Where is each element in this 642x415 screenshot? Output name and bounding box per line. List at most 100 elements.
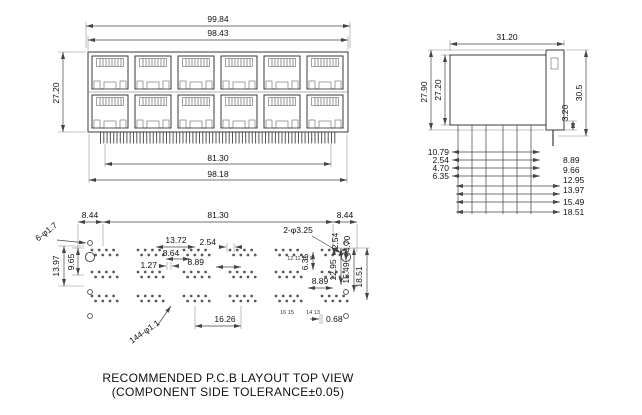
- pin-hole: [97, 248, 101, 252]
- pin-hole: [112, 248, 115, 252]
- pin-hole: [204, 270, 208, 274]
- pin-hole: [250, 248, 254, 252]
- side-flange-hole: [550, 57, 559, 70]
- pin-hole: [97, 270, 101, 274]
- shield-hole: [87, 240, 93, 246]
- pin-hole: [189, 270, 193, 274]
- side-ladder-left-dim: 2.54: [432, 155, 449, 165]
- side-height-body-dim: 27.20: [433, 79, 443, 101]
- pin-hole: [158, 270, 162, 274]
- pin-hole: [147, 275, 151, 279]
- pcb-2-54-right-dim: 2.54: [330, 232, 340, 249]
- pin-hole: [335, 294, 338, 298]
- pin-hole: [186, 275, 190, 279]
- pin-hole: [136, 248, 140, 252]
- pin-hole: [105, 294, 108, 298]
- pin-hole: [90, 270, 94, 274]
- pin-hole: [94, 275, 97, 279]
- pin-hole: [182, 270, 186, 274]
- pin-hole: [278, 275, 281, 279]
- pin-hole: [345, 299, 349, 303]
- pin-hole: [320, 270, 324, 274]
- pcb-13-97-dim: 13.97: [51, 255, 61, 277]
- pin-hole: [161, 299, 165, 303]
- pin-hole: [253, 299, 257, 303]
- side-tab-height-dim: 3.20: [560, 104, 570, 121]
- rj45-port: [177, 55, 215, 90]
- pin-hole: [182, 248, 186, 252]
- shield-hole: [343, 240, 349, 246]
- pcb-2-54-top-dim: 2.54: [199, 237, 216, 247]
- pcb-edge-left-dim: 8.44: [82, 210, 99, 220]
- shield-hole: [87, 289, 93, 295]
- pin-hole: [140, 299, 144, 303]
- pin-hole: [243, 294, 246, 298]
- pcb-mount-holes: [84, 240, 352, 319]
- side-height-outer-dim: 27.90: [419, 81, 429, 103]
- pin-hole: [197, 248, 200, 252]
- pin-hole: [147, 253, 151, 257]
- front-base-width-dim: 98.18: [207, 169, 229, 179]
- side-ladder-left-dim: 10.79: [428, 147, 450, 157]
- pin-hole: [115, 253, 119, 257]
- pin-hole: [101, 299, 105, 303]
- rj45-port: [177, 94, 215, 129]
- shield-hole: [87, 313, 93, 319]
- pin-hole: [278, 253, 281, 257]
- pcb-4-70-dim: 4.70: [342, 235, 352, 252]
- front-dimension-lines: [61, 24, 350, 182]
- pin-hole: [151, 270, 154, 274]
- side-flange-outline: [545, 49, 565, 131]
- pin-hole: [232, 253, 236, 257]
- pin-hole: [281, 270, 285, 274]
- pin-hole: [235, 248, 239, 252]
- pin-hole: [253, 275, 257, 279]
- pin-hole: [182, 294, 186, 298]
- side-ladder-right-dim: 9.66: [563, 165, 580, 175]
- pin-hole: [253, 253, 257, 257]
- pin-hole: [97, 294, 101, 298]
- pin-hole: [281, 248, 285, 252]
- pin-hole: [235, 270, 239, 274]
- pcb-shield-hole-note: 6-φ1.7: [33, 220, 59, 243]
- pin-hole: [200, 253, 204, 257]
- pin-hole: [327, 294, 331, 298]
- pin-hole: [246, 275, 250, 279]
- pin-hole: [140, 275, 144, 279]
- pin-hole: [232, 299, 236, 303]
- pin-hole: [228, 294, 232, 298]
- pin-hole: [108, 253, 112, 257]
- pin-hole: [207, 275, 211, 279]
- pin-hole: [136, 270, 140, 274]
- pin-hole: [289, 270, 292, 274]
- side-body-outline: [449, 54, 547, 126]
- pin-hole: [154, 275, 158, 279]
- rj45-port: [306, 94, 344, 129]
- pin-hole: [338, 299, 342, 303]
- pin-hole: [239, 299, 243, 303]
- pin-hole: [204, 294, 208, 298]
- pin-hole: [243, 270, 246, 274]
- pin-hole: [228, 270, 232, 274]
- pin-hole: [189, 294, 193, 298]
- pin-hole: [342, 294, 345, 298]
- pin-hole: [327, 248, 331, 252]
- pin-hole: [320, 294, 324, 298]
- rj45-port: [263, 55, 301, 90]
- pcb-0-68-dim: 0.68: [326, 314, 343, 324]
- pin-hole: [186, 253, 190, 257]
- pcb-6-35-dim: 6.35: [300, 253, 310, 270]
- side-depth-dim: 31.20: [496, 32, 518, 42]
- pin-hole: [186, 299, 190, 303]
- side-ladder-right-dim: 8.89: [563, 155, 580, 165]
- front-height-dim: 27.20: [51, 82, 61, 104]
- side-ladder-left-dim: 4.70: [432, 163, 449, 173]
- mount-hole-large: [84, 251, 96, 263]
- pin-hole: [335, 270, 338, 274]
- pcb-12-95-dim: 12.95: [328, 259, 338, 281]
- pin-hole: [108, 275, 112, 279]
- rj45-port: [91, 94, 129, 129]
- pcb-layout-view: 8.44 81.30 8.44 6-φ1.7 2-φ3.25 144-φ1.1 …: [33, 210, 370, 345]
- pin-hole: [239, 275, 243, 279]
- pcb-8-89-mid-dim: 8.89: [187, 257, 204, 267]
